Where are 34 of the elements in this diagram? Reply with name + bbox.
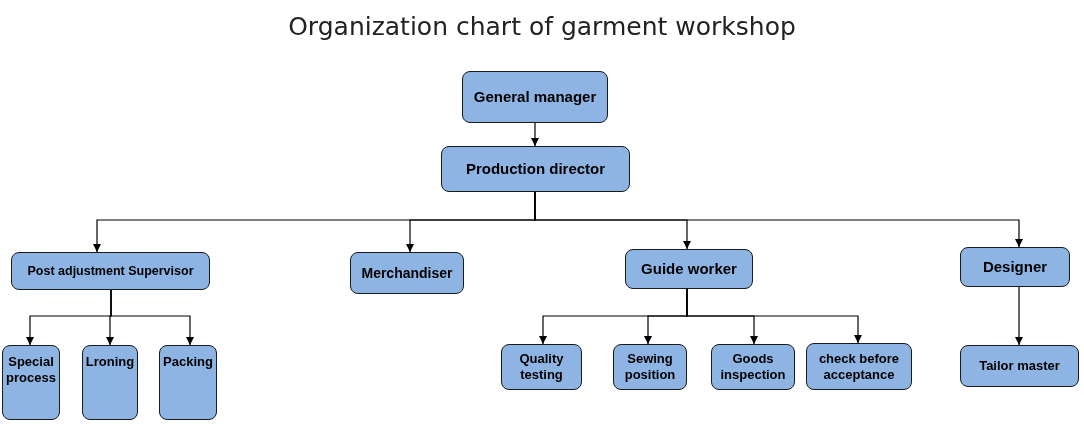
role-label: Goods inspection bbox=[719, 351, 787, 383]
connector-arrow bbox=[531, 122, 539, 147]
connector-arrow bbox=[110, 289, 194, 346]
role-label: Tailor master bbox=[979, 358, 1060, 374]
connector-arrow bbox=[1015, 286, 1023, 346]
role-label: Packing bbox=[163, 354, 213, 370]
role-label: Special process bbox=[5, 354, 57, 386]
org-box bbox=[2, 345, 60, 420]
role-label: Guide worker bbox=[641, 260, 737, 278]
org-box bbox=[625, 249, 753, 289]
org-box bbox=[82, 345, 138, 420]
org-box bbox=[350, 252, 464, 294]
org-box bbox=[613, 344, 687, 390]
role-label: General manager bbox=[473, 88, 597, 106]
org-box bbox=[806, 343, 912, 390]
role-label: Merchandiser bbox=[361, 264, 453, 282]
role-label: Sewing position bbox=[623, 351, 677, 383]
org-box bbox=[960, 247, 1070, 287]
org-box bbox=[462, 71, 608, 123]
role-label: check before acceptance bbox=[817, 350, 901, 383]
org-box bbox=[960, 345, 1079, 387]
role-label: Post adjustment Supervisor bbox=[27, 263, 194, 279]
role-label: Quality testing bbox=[518, 351, 565, 383]
role-label: Lroning bbox=[85, 354, 135, 370]
org-box bbox=[11, 252, 210, 290]
role-label: Designer bbox=[982, 258, 1048, 276]
org-box bbox=[159, 345, 217, 420]
chart-title: Organization chart of garment workshop bbox=[287, 12, 797, 41]
connector-arrow bbox=[686, 288, 862, 344]
connector-arrow bbox=[534, 191, 1023, 248]
org-box bbox=[711, 344, 795, 390]
org-box bbox=[501, 344, 582, 390]
role-label: Production director bbox=[465, 160, 606, 178]
org-box bbox=[441, 146, 630, 192]
